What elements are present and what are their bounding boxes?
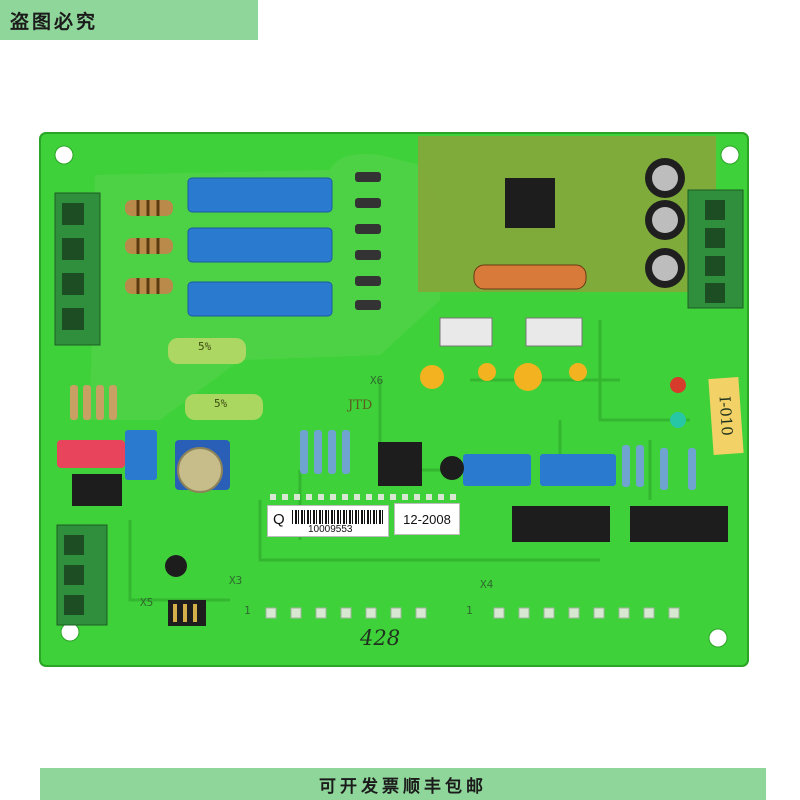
brand-text: JTD bbox=[348, 398, 373, 413]
blue-trimmer bbox=[125, 430, 157, 480]
watermark-bottom-banner: 可开发票顺丰包邮 bbox=[40, 768, 766, 800]
silk-x5: X5 bbox=[140, 596, 154, 609]
ic-8pin-top bbox=[505, 178, 555, 228]
header-pads bbox=[270, 494, 456, 500]
barcode bbox=[292, 510, 384, 524]
regulator bbox=[439, 317, 493, 347]
mounting-hole bbox=[60, 622, 80, 642]
glass-resistor bbox=[185, 394, 263, 420]
regulator bbox=[525, 317, 583, 347]
film-capacitor bbox=[463, 454, 531, 486]
glass-resistor bbox=[168, 338, 246, 364]
diodes bbox=[355, 172, 381, 310]
handwritten-tag-text: I-010 bbox=[715, 395, 737, 437]
ic-14pin bbox=[630, 506, 728, 542]
sticker-date-text: 12-2008 bbox=[403, 511, 451, 527]
power-resistors bbox=[125, 200, 173, 294]
metal-can bbox=[177, 447, 223, 493]
watermark-top-text: 盗图必究 bbox=[10, 10, 99, 33]
resistor-label-a: 5% bbox=[198, 340, 212, 353]
film-capacitor bbox=[540, 454, 616, 486]
watermark-top-banner: 盗图必究 bbox=[0, 0, 258, 40]
sticker-serial: 10009553 bbox=[308, 524, 353, 535]
ic-small-left bbox=[72, 474, 122, 506]
resistor-row-mid bbox=[300, 430, 350, 474]
resistor-row-right bbox=[622, 445, 696, 490]
sticker-q-letter: Q bbox=[273, 511, 285, 528]
ic-14pin bbox=[512, 506, 610, 542]
silk-x6: X6 bbox=[370, 374, 384, 387]
transistor bbox=[440, 456, 464, 480]
ic-8pin-mid bbox=[378, 442, 422, 486]
red-capacitor bbox=[57, 440, 125, 468]
watermark-bottom-text: 可开发票顺丰包邮 bbox=[319, 776, 487, 797]
mounting-hole bbox=[720, 145, 740, 165]
pad-row-x3 bbox=[265, 607, 427, 619]
resistor-cluster-left bbox=[70, 385, 117, 420]
silk-x4: X4 bbox=[480, 578, 494, 591]
yellow-capacitors bbox=[420, 363, 587, 391]
pad-row-x4 bbox=[493, 607, 680, 619]
handwritten-tag: I-010 bbox=[708, 377, 744, 455]
serial-sticker: Q 10009553 bbox=[267, 505, 389, 537]
date-sticker: 12-2008 bbox=[394, 503, 460, 535]
handwritten-number: 428 bbox=[360, 626, 401, 650]
silk-one-left: 1 bbox=[244, 604, 251, 617]
resistor-label-b: 5% bbox=[214, 397, 228, 410]
mounting-hole bbox=[54, 145, 74, 165]
x2-capacitors bbox=[187, 177, 333, 317]
silk-x3: X3 bbox=[229, 574, 243, 587]
silk-one-right: 1 bbox=[466, 604, 473, 617]
led-red bbox=[670, 377, 686, 393]
mounting-hole bbox=[708, 628, 728, 648]
reed-relay bbox=[473, 264, 587, 290]
led-green bbox=[670, 412, 686, 428]
transistor bbox=[165, 555, 187, 577]
